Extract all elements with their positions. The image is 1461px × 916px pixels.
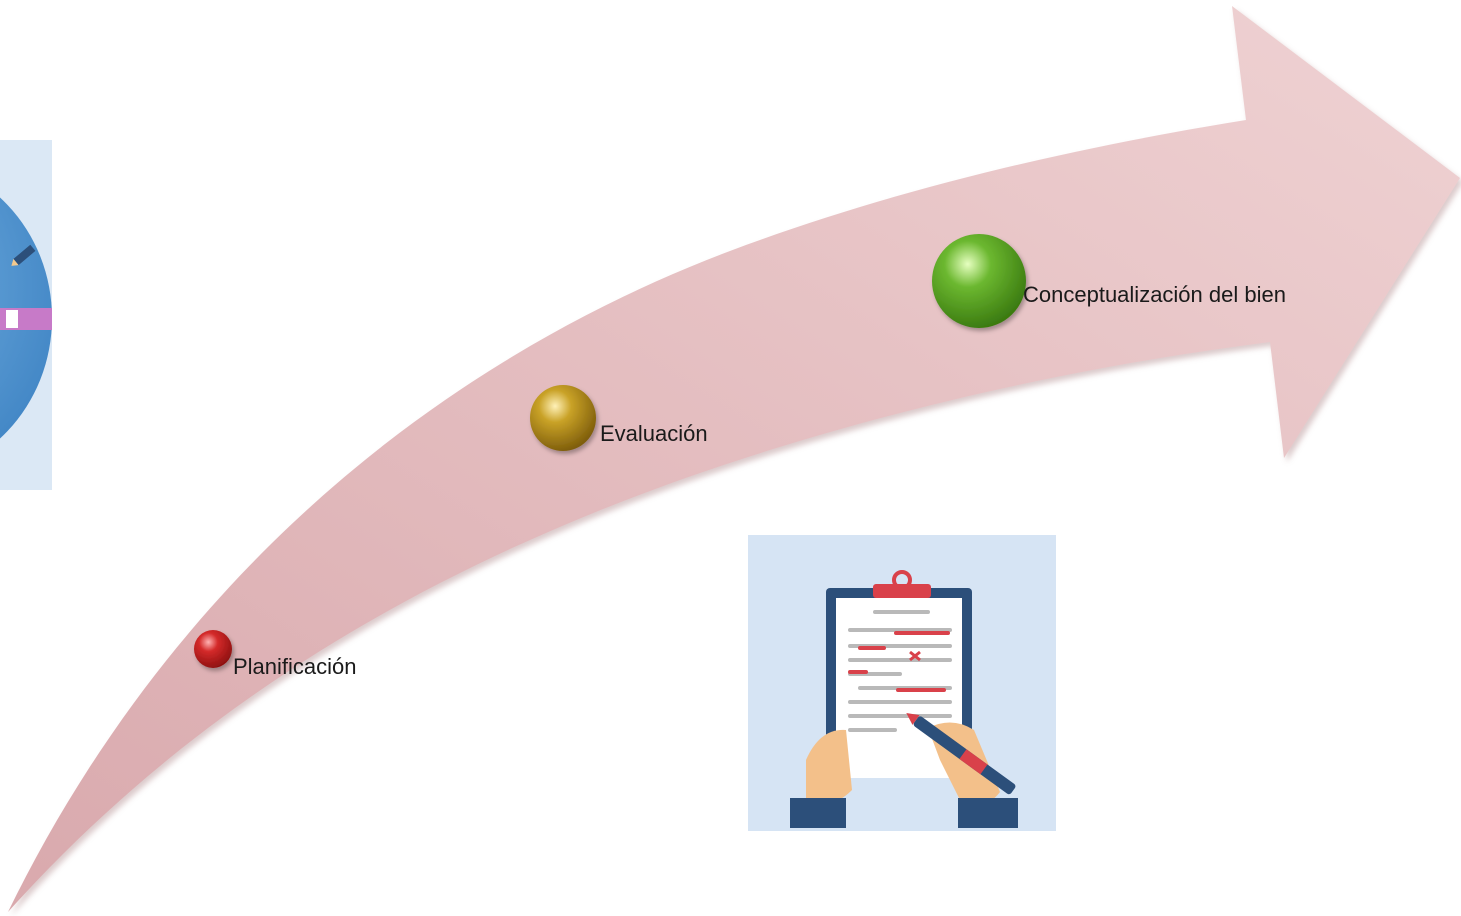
globe-pencil-icon [0,140,52,490]
process-arrow [8,6,1460,912]
clipboard-checklist-icon [748,535,1056,831]
step-label-conceptualizacion: Conceptualización del bien [1023,282,1286,307]
evaluacion-marker-icon [530,385,596,451]
conceptualizacion-marker-icon [932,234,1026,328]
step-label-evaluacion: Evaluación [600,421,708,446]
planificacion-marker-icon [194,630,232,668]
step-label-planificacion: Planificación [233,654,357,679]
